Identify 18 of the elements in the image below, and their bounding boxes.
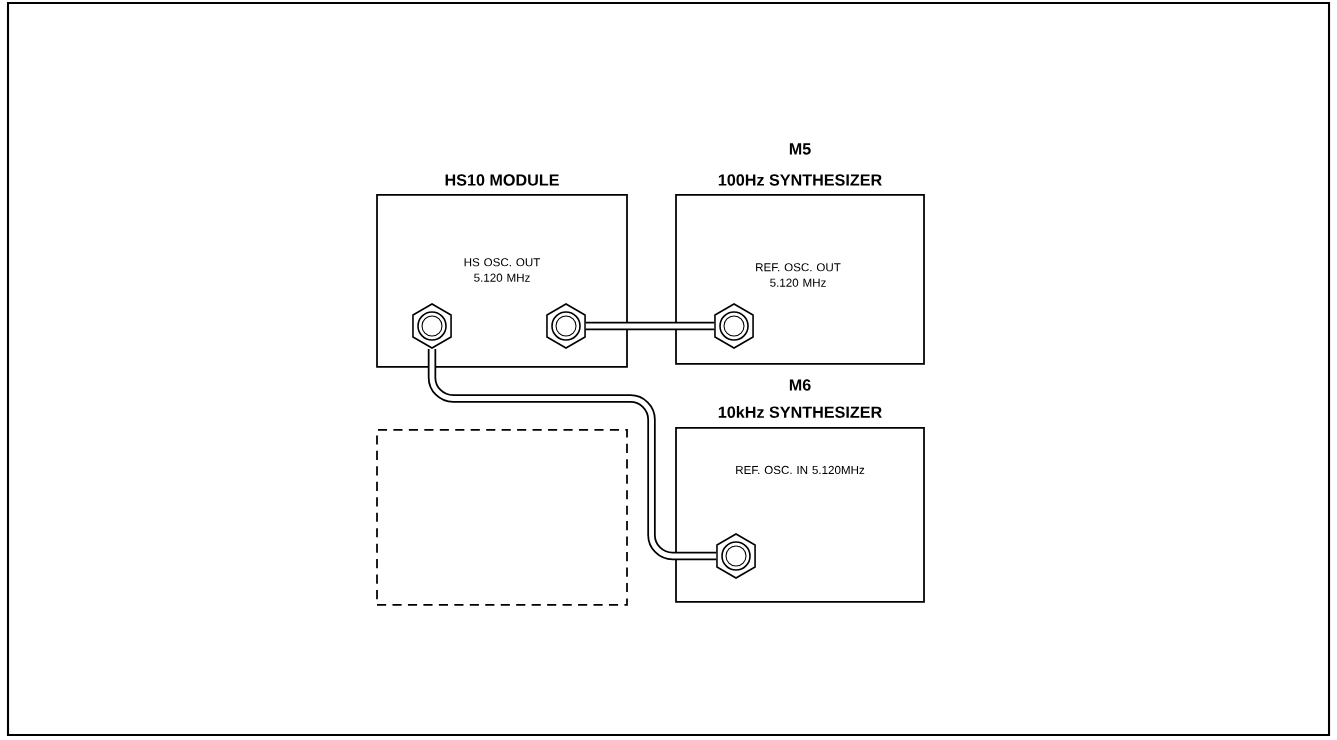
cable bbox=[427, 348, 717, 561]
module-box bbox=[675, 427, 925, 603]
empty-slot-box bbox=[376, 429, 628, 606]
connector-drawing bbox=[714, 303, 754, 349]
module-heading: 10kHz SYNTHESIZER bbox=[718, 406, 882, 418]
module-heading: M6 bbox=[789, 379, 811, 391]
module-box bbox=[376, 194, 628, 368]
module-heading: M5 bbox=[789, 143, 811, 155]
module-box bbox=[675, 194, 925, 365]
module-heading: 100Hz SYNTHESIZER bbox=[718, 174, 882, 186]
port-label: HS OSC. OUT 5.120 MHz bbox=[464, 258, 541, 282]
port-label: REF. OSC. IN 5.120MHz bbox=[736, 465, 865, 475]
connector-drawing bbox=[546, 303, 586, 349]
connector-drawing bbox=[412, 303, 452, 349]
module-heading: HS10 MODULE bbox=[445, 174, 559, 186]
connector-drawing bbox=[716, 533, 756, 579]
port-label: REF. OSC. OUT 5.120 MHz bbox=[756, 263, 841, 287]
cable bbox=[585, 321, 715, 331]
